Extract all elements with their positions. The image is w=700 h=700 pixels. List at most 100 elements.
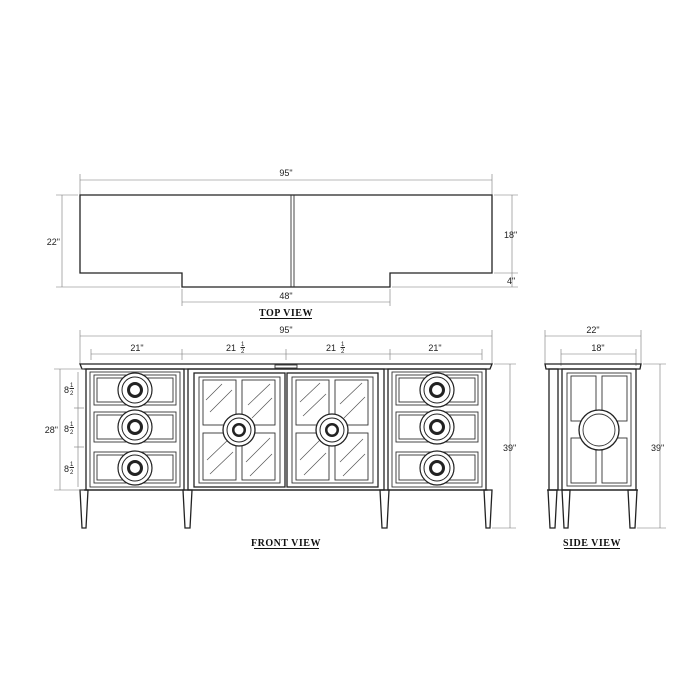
drawer-1-frac-den: 2 [70,391,74,397]
side-depth-label: 22" [586,325,599,335]
side-panel-ring-inner [582,413,616,447]
front-right-case-inner [391,371,483,488]
drawer-2-frac-num: 1 [70,422,74,428]
side-leg-front-2 [561,489,571,529]
left-drawer-1 [93,372,177,408]
glass-reflection [339,438,364,463]
drawer-3-frac-den: 2 [70,470,74,476]
right-door-knob-hole [327,425,337,435]
right-door-ring-inner [319,417,345,443]
right-drawer-3-ring-inner [423,454,451,482]
drawer-3-frac-num: 1 [70,462,74,468]
glass-reflection [209,389,233,413]
side-leg-front [547,489,558,529]
front-view: 95" 21" 21 1 2 21 1 2 21" [45,325,516,549]
drawer-1-frac-num: 1 [70,383,74,389]
top-width-label: 95" [279,168,292,178]
side-view: 22" 18" 39" SIDE VIEW [544,325,666,549]
front-section-center-left-label: 21 [226,343,236,353]
drawer-2-height-label: 8 [64,424,69,434]
left-drawer-1-ring-inner [121,376,149,404]
side-front-stile [548,368,559,491]
side-case-depth-label: 18" [591,343,604,353]
side-top-slab [544,363,642,370]
front-section-center-right-label: 21 [326,343,336,353]
top-depth-label: 22" [47,237,60,247]
front-section-center-left-frac-num: 1 [241,342,245,348]
front-section-center-left-frac-den: 2 [241,349,245,355]
left-drawer-1-knob-hole [130,385,140,395]
right-glass-door [286,372,379,488]
right-drawer-3 [395,450,479,486]
drawer-1-height-label: 8 [64,385,69,395]
right-door-frame [286,372,379,488]
left-glass-door [193,372,286,488]
drawer-3-height-label: 8 [64,464,69,474]
glass-reflection [247,383,271,406]
right-door-pane-br [334,432,369,481]
glass-reflection [339,382,363,405]
top-outline [79,194,493,288]
left-drawer-3-knob-hole [130,463,140,473]
left-drawer-2 [93,409,177,445]
top-recess-label: 4" [507,276,515,286]
left-door-knob-hole [234,425,244,435]
drawer-2-frac-den: 2 [70,430,74,436]
right-drawer-1-knob-hole [432,385,442,395]
left-door-pane-tr [241,379,276,426]
right-drawer-1 [395,372,479,408]
right-door-pane-tl [295,379,330,426]
front-width-label: 95" [279,325,292,335]
right-drawer-3-knob-hole [432,463,442,473]
right-door-pane-bl [295,432,330,481]
front-view-title: FRONT VIEW [251,538,321,549]
side-leg-back [627,489,638,529]
left-door-pane-br [241,432,276,481]
glass-reflection [245,437,271,463]
right-door-pane-tr [334,379,369,426]
left-drawer-2-knob-hole [130,422,140,432]
left-door-inner [198,376,281,484]
side-view-title: SIDE VIEW [563,538,621,549]
glass-reflection [303,452,327,476]
glass-reflection [249,453,273,477]
glass-reflection [251,397,273,419]
glass-reflection [206,437,231,461]
front-leg-2 [182,489,193,529]
top-center-width-label: 48" [279,291,292,301]
front-left-case-inner [89,371,181,488]
side-panel-inner [566,372,632,487]
left-door-pane-tl [202,379,237,426]
front-leg-1 [79,489,89,529]
top-center-depth-label: 18" [504,230,517,240]
front-center-case [187,368,385,491]
front-height-label: 39" [503,443,516,453]
glass-reflection [302,393,327,417]
glass-reflection [299,382,321,403]
right-drawer-2-ring-inner [423,413,451,441]
left-drawer-2-ring-inner [121,413,149,441]
right-drawer-2-knob-hole [432,422,442,432]
top-view: 95" 22" 18" 4" 48" TOP VIEW [47,168,518,319]
front-leg-4 [483,489,493,529]
top-view-title: TOP VIEW [259,308,313,319]
glass-reflection [343,396,366,419]
front-section-right-label: 21" [428,343,441,353]
front-leg-3 [379,489,390,529]
side-height-label: 39" [651,443,664,453]
front-top-center-notch [274,364,298,369]
right-drawer-1-ring-inner [423,376,451,404]
front-section-left-label: 21" [130,343,143,353]
front-top-slab [79,363,493,370]
glass-reflection [299,437,323,461]
left-drawer-3-ring-inner [121,454,149,482]
front-section-center-right-frac-num: 1 [341,342,345,348]
glass-reflection [342,453,366,477]
side-panel-ring-outer [578,409,620,451]
right-drawer-2 [395,409,479,445]
left-door-pane-bl [202,432,237,481]
left-door-frame [193,372,286,488]
right-door-inner [291,376,374,484]
glass-reflection [205,383,223,401]
